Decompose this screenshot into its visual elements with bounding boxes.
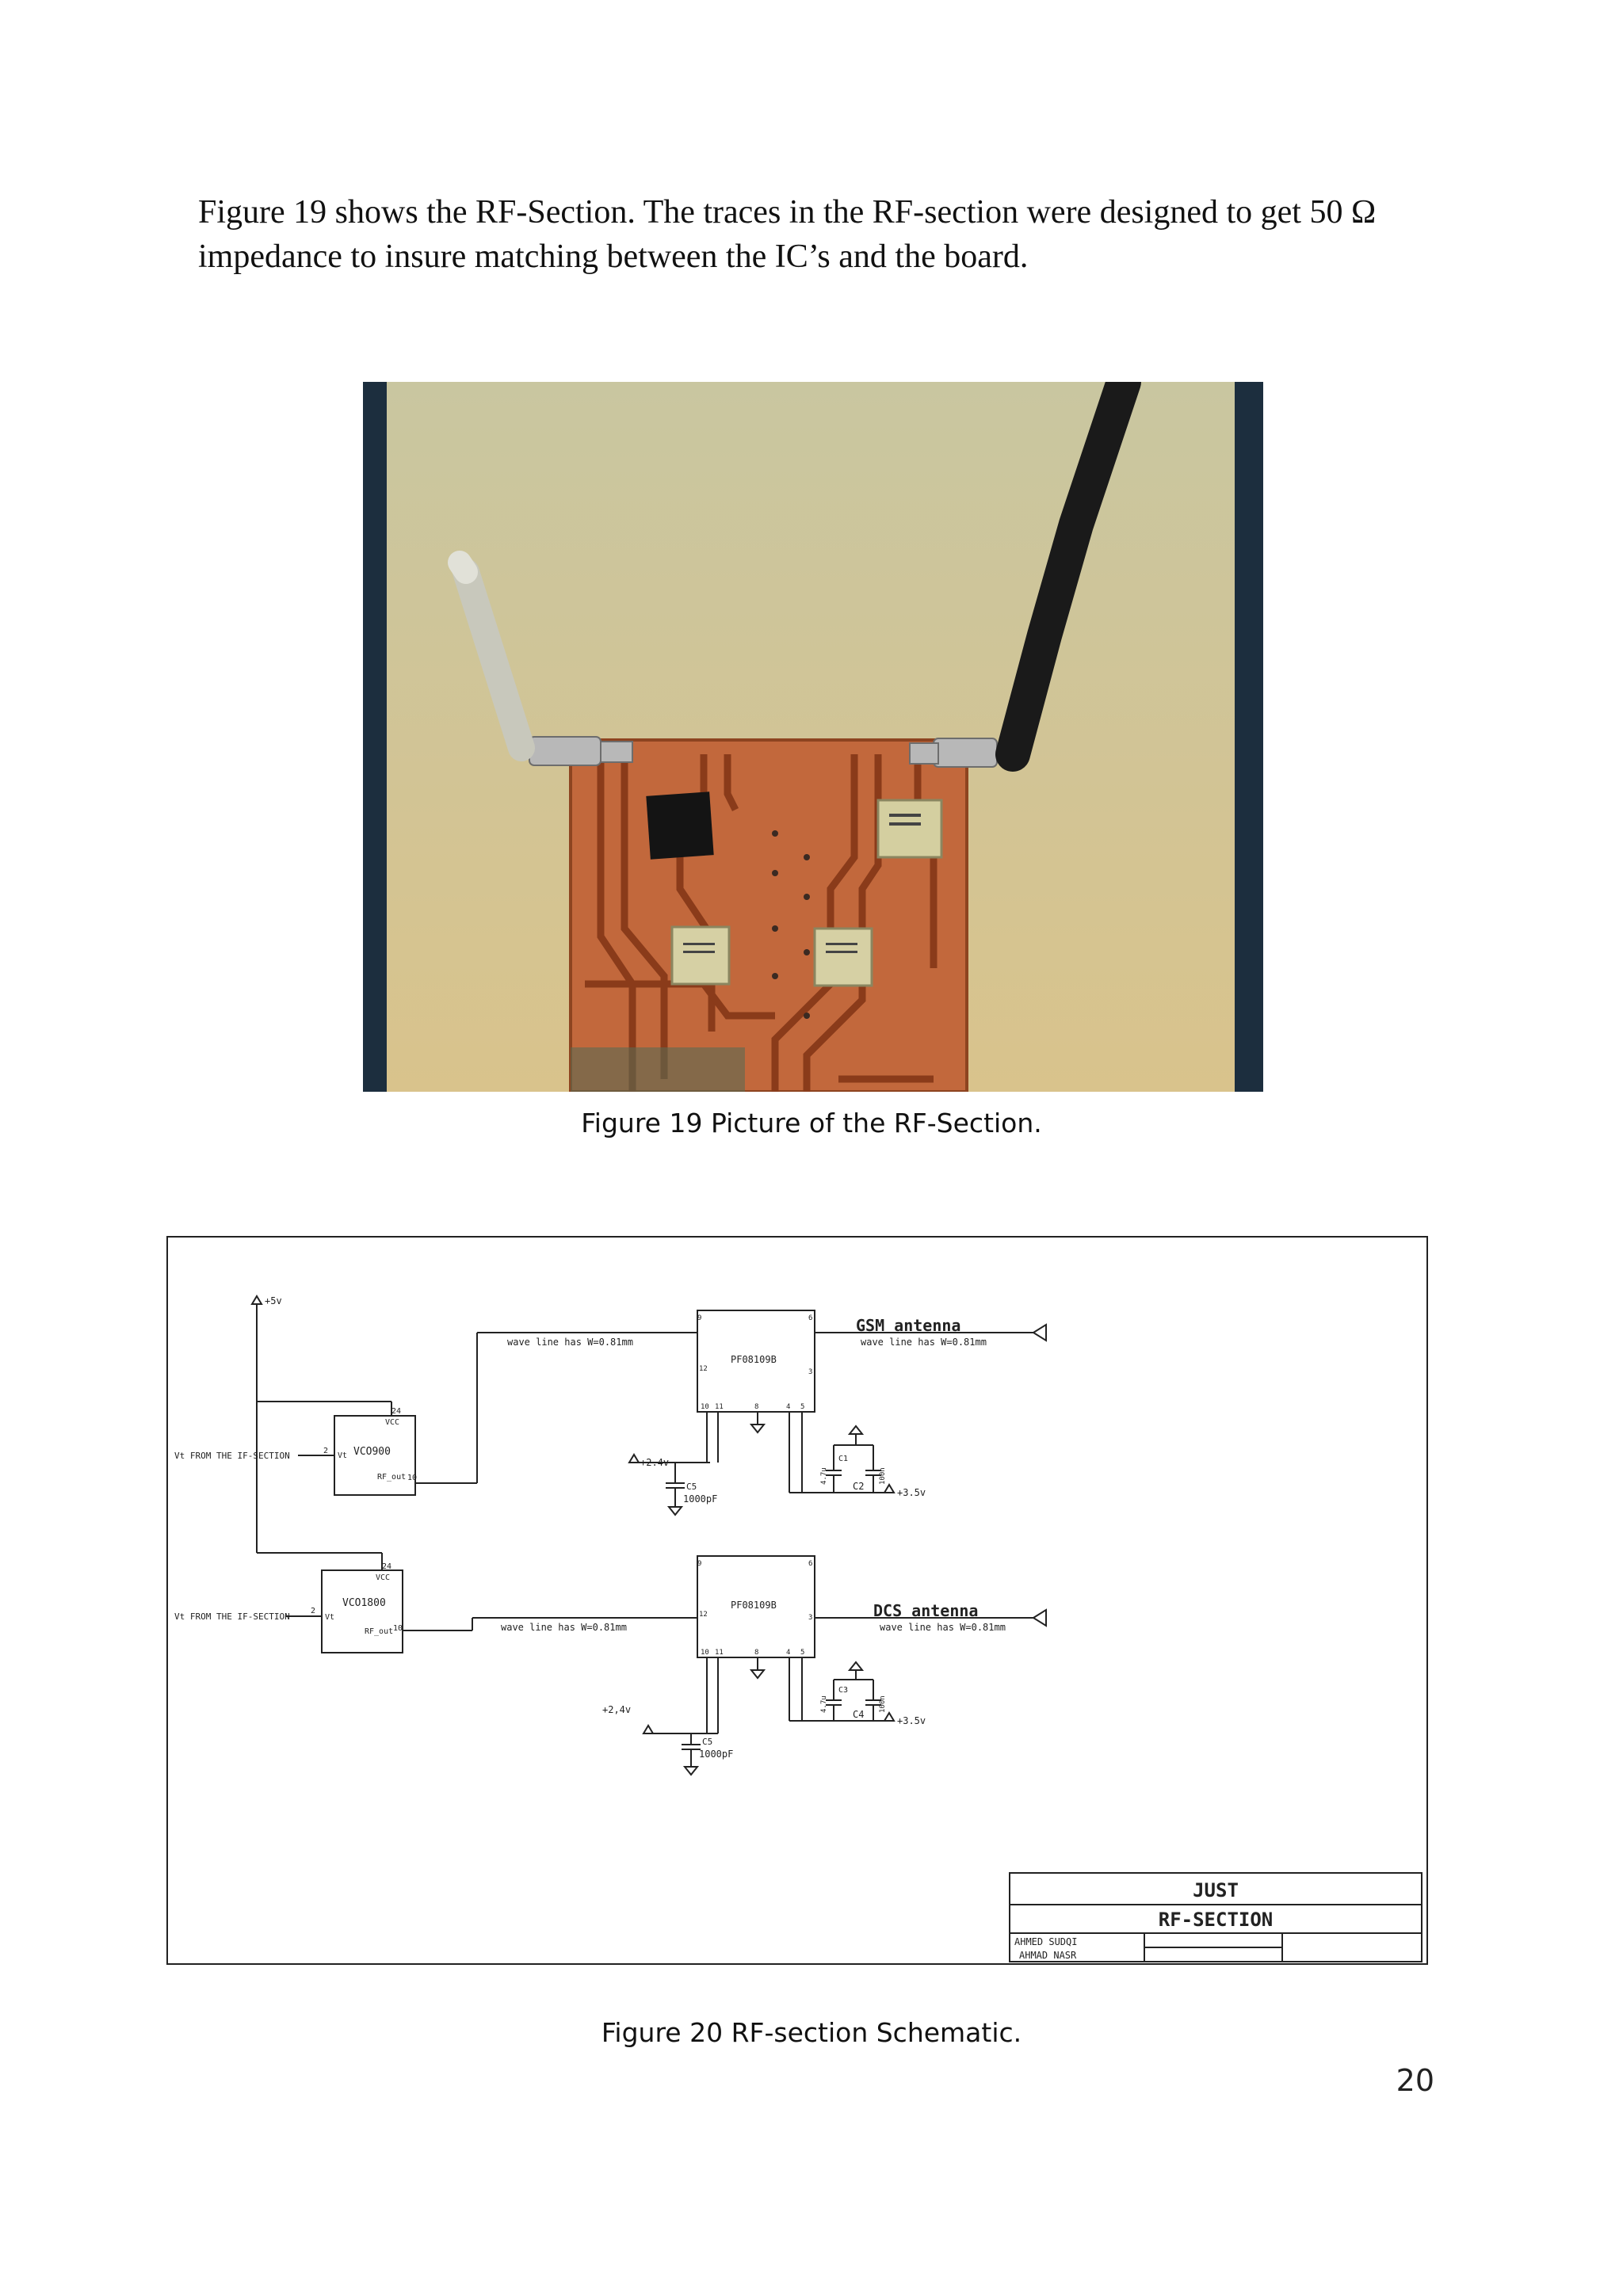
pcb-board — [569, 738, 968, 1092]
label-c4: C4 — [853, 1709, 864, 1720]
label-100n-2: 100n — [879, 1695, 887, 1713]
pin-5-a: 5 — [800, 1403, 804, 1411]
label-pin10-2: 10 — [393, 1624, 403, 1633]
pin-11-a: 11 — [715, 1403, 724, 1411]
label-3v5-bot: +3.5v — [897, 1715, 926, 1726]
black-antenna — [995, 382, 1141, 772]
label-c1: C1 — [838, 1455, 848, 1463]
label-wave-dcs-in: wave line has W=0.81mm — [501, 1622, 627, 1633]
label-gsm-antenna: GSM antenna — [856, 1316, 960, 1335]
label-100n-1: 100n — [879, 1467, 887, 1485]
pin-8-b: 8 — [754, 1649, 758, 1657]
label-5v: +5v — [265, 1295, 282, 1306]
label-pin24-2: 24 — [382, 1562, 391, 1571]
pin-4-a: 4 — [786, 1403, 790, 1411]
label-3v5-top: +3.5v — [897, 1487, 926, 1498]
title-author1: AHMED SUDQI — [1014, 1936, 1077, 1947]
label-47u-1: 4.7u — [820, 1467, 828, 1485]
white-antenna — [448, 551, 535, 761]
sma-connectors — [529, 736, 998, 768]
pin-10-a: 10 — [701, 1403, 709, 1411]
pin-9-1: 9 — [697, 1314, 701, 1322]
label-c3: C3 — [838, 1686, 848, 1695]
pin-3-2: 3 — [808, 1614, 812, 1622]
figure20-caption: Figure 20 RF-section Schematic. — [601, 2017, 1022, 2048]
label-1000pf-bot: 1000pF — [699, 1749, 733, 1760]
label-vt-1: Vt — [338, 1451, 347, 1460]
title-org: JUST — [1193, 1879, 1239, 1901]
label-pf08109b-2: PF08109B — [731, 1600, 777, 1611]
label-vt-if-2: Vt FROM THE IF-SECTION — [174, 1611, 290, 1622]
label-vcc-2: VCC — [376, 1573, 390, 1582]
label-c5-top: C5 — [686, 1482, 697, 1492]
label-c5-bot: C5 — [702, 1737, 712, 1747]
label-vt-2: Vt — [325, 1613, 334, 1622]
label-pf08109b-1: PF08109B — [731, 1354, 777, 1365]
pin-6-2: 6 — [808, 1560, 812, 1568]
rf-section-photo — [363, 382, 1263, 1092]
label-pin2-1: 2 — [323, 1447, 328, 1455]
label-pin2-2: 2 — [311, 1607, 315, 1615]
label-2v4-bot: +2,4v — [602, 1704, 631, 1715]
body-paragraph: Figure 19 shows the RF-Section. The trac… — [198, 194, 1377, 275]
label-2v4-top: +2.4v — [640, 1457, 669, 1468]
pin-10-b: 10 — [701, 1649, 709, 1657]
title-name: RF-SECTION — [1159, 1909, 1274, 1931]
label-rfout-2: RF_out — [365, 1627, 393, 1636]
pin-11-b: 11 — [715, 1649, 724, 1657]
pin-12-1: 12 — [699, 1365, 708, 1373]
label-wave-dcs-out: wave line has W=0.81mm — [880, 1622, 1006, 1633]
label-pin10-1: 10 — [407, 1474, 417, 1482]
label-wave-gsm-out: wave line has W=0.81mm — [861, 1337, 987, 1348]
label-c2: C2 — [853, 1481, 864, 1492]
label-wave-gsm-in: wave line has W=0.81mm — [507, 1337, 633, 1348]
label-pin24-1: 24 — [391, 1407, 401, 1416]
label-1000pf-top: 1000pF — [683, 1493, 717, 1505]
label-47u-2: 4.7u — [820, 1695, 828, 1713]
title-author2: AHMAD NASR — [1019, 1950, 1077, 1961]
pin-4-b: 4 — [786, 1649, 790, 1657]
pin-3-1: 3 — [808, 1368, 812, 1376]
label-vco1800: VCO1800 — [342, 1597, 386, 1609]
pin-9-2: 9 — [697, 1560, 701, 1568]
label-vcc-1: VCC — [385, 1418, 399, 1427]
pin-5-b: 5 — [800, 1649, 804, 1657]
label-rfout-1: RF_out — [377, 1473, 406, 1482]
pin-8-a: 8 — [754, 1403, 758, 1411]
label-vt-if-1: Vt FROM THE IF-SECTION — [174, 1451, 290, 1461]
pin-12-2: 12 — [699, 1611, 708, 1619]
rf-section-schematic: +5v Vt FROM THE IF-SECTION Vt FROM THE I… — [166, 1236, 1428, 1965]
label-dcs-antenna: DCS antenna — [873, 1601, 978, 1620]
pin-6-1: 6 — [808, 1314, 812, 1322]
figure19-caption: Figure 19 Picture of the RF-Section. — [581, 1108, 1042, 1138]
label-vco900: VCO900 — [353, 1446, 391, 1458]
page-number: 20 — [1396, 2063, 1434, 2098]
